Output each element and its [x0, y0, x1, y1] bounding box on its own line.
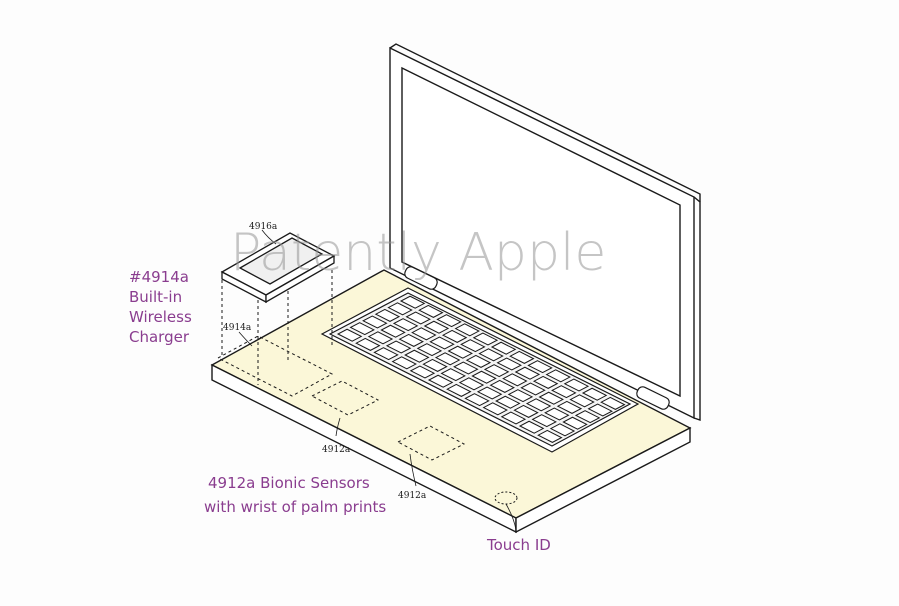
key [472, 332, 499, 346]
laptop-lid [389, 43, 701, 421]
key [556, 400, 583, 414]
key [574, 410, 601, 424]
key [464, 393, 490, 407]
hinges [404, 266, 670, 410]
charger-callout-line2: Built-in [129, 288, 182, 306]
key [600, 396, 626, 410]
key [404, 349, 430, 363]
bionic-sensor-zones [310, 380, 466, 461]
key [502, 373, 528, 387]
phone [220, 232, 336, 304]
sensors-callout-line1: 4912a Bionic Sensors [208, 474, 370, 492]
key [538, 391, 564, 405]
key [411, 327, 437, 341]
ref-sensor-left: 4912a [322, 445, 351, 455]
key [399, 295, 426, 309]
key [434, 352, 461, 366]
keyboard-keys [336, 295, 626, 443]
key [525, 398, 552, 412]
charger-callout-line1: #4914a [129, 268, 189, 286]
key [405, 311, 431, 325]
key [458, 377, 485, 391]
key [527, 360, 553, 374]
key [349, 322, 375, 336]
key [436, 314, 462, 328]
key [483, 364, 510, 378]
key [355, 337, 381, 351]
key [500, 411, 527, 425]
key [441, 329, 468, 343]
key [489, 379, 515, 393]
key [509, 350, 535, 364]
key [391, 356, 417, 370]
key [380, 324, 406, 338]
key [549, 423, 576, 437]
key [537, 429, 563, 443]
sensor-zone-left [310, 380, 380, 416]
key [471, 370, 497, 384]
key [513, 404, 539, 418]
key [532, 375, 559, 389]
key [392, 318, 419, 332]
key [460, 339, 486, 353]
key [387, 302, 413, 316]
key [373, 347, 399, 361]
key [409, 365, 436, 379]
key [446, 383, 472, 397]
key [367, 331, 394, 345]
key [587, 403, 613, 417]
charger-callout-line4: Charger [129, 328, 190, 346]
key [362, 315, 388, 329]
wireless-charger-zone [216, 270, 334, 397]
key [429, 336, 455, 350]
key [544, 407, 570, 421]
key [478, 348, 504, 362]
ref-phone: 4916a [249, 222, 278, 232]
key [476, 386, 503, 400]
key [496, 357, 522, 371]
key [490, 341, 517, 355]
key [569, 394, 595, 408]
key [545, 369, 571, 383]
key [562, 416, 588, 430]
key [453, 361, 479, 375]
leader-lines [238, 229, 517, 531]
ref-charger: 4914a [223, 323, 252, 333]
key [551, 385, 577, 399]
touch-id-callout: Touch ID [486, 536, 551, 554]
key [416, 343, 443, 357]
watermark: Patently Apple [230, 223, 606, 283]
ref-sensor-right: 4912a [398, 491, 427, 501]
key [581, 387, 608, 401]
key [518, 420, 545, 434]
key [514, 366, 541, 380]
charger-callout: #4914a Built-in Wireless Charger [129, 268, 192, 346]
key [520, 382, 546, 396]
key [454, 323, 480, 337]
key [465, 354, 492, 368]
key [507, 389, 534, 403]
key [336, 328, 363, 342]
sensor-zone-right [396, 425, 466, 461]
sensors-callout-line2: with wrist of palm prints [204, 498, 386, 516]
key [374, 308, 401, 322]
key [385, 340, 412, 354]
key [531, 414, 557, 428]
key [482, 402, 508, 416]
key [422, 358, 448, 372]
key [418, 304, 444, 318]
key [563, 378, 590, 392]
charger-callout-line3: Wireless [129, 308, 192, 326]
key [427, 374, 454, 388]
key [440, 368, 466, 382]
sensors-callout: 4912a Bionic Sensors with wrist of palm … [204, 474, 386, 516]
key [447, 345, 473, 359]
key [495, 395, 521, 409]
key [423, 320, 450, 334]
key [398, 333, 424, 347]
